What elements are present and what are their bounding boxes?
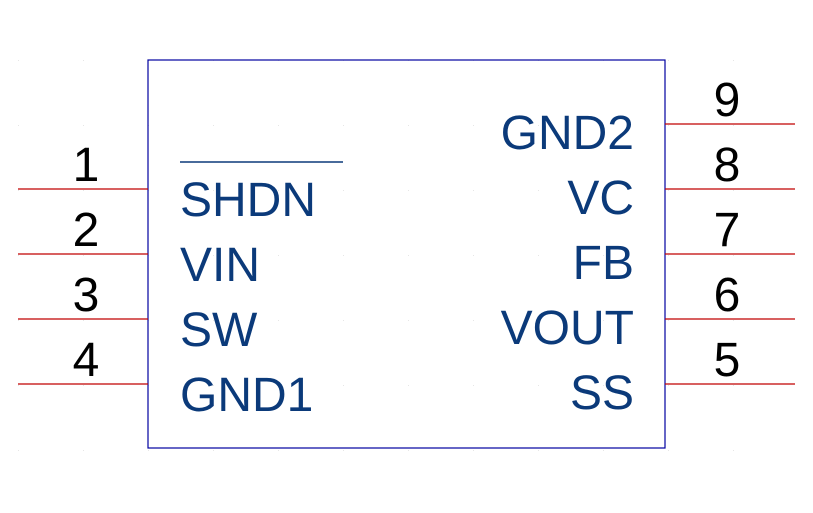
pin-name: SW [180, 304, 258, 357]
grid-dot [18, 125, 19, 126]
grid-dot [733, 385, 734, 386]
grid-dot [538, 255, 539, 256]
grid-dot [603, 385, 604, 386]
grid-dot [83, 60, 84, 61]
grid-dot [538, 385, 539, 386]
grid-dot [18, 255, 19, 256]
grid-dot [213, 450, 214, 451]
grid-dot [83, 190, 84, 191]
grid-dot [408, 320, 409, 321]
grid-dot [343, 255, 344, 256]
grid-dot [278, 255, 279, 256]
grid-dot [83, 125, 84, 126]
grid-dot [83, 255, 84, 256]
grid-dot [83, 385, 84, 386]
grid-dot [668, 385, 669, 386]
grid-dot [278, 385, 279, 386]
grid-dot [603, 125, 604, 126]
grid-dot [733, 190, 734, 191]
grid-dot [213, 190, 214, 191]
grid-dot [343, 190, 344, 191]
pin-number: 7 [714, 204, 741, 257]
pin-name: SS [570, 367, 634, 420]
grid-dot [343, 450, 344, 451]
grid-dot [18, 320, 19, 321]
grid-dot [668, 190, 669, 191]
grid-dot [668, 255, 669, 256]
pin-number: 4 [73, 334, 100, 387]
grid-dot [83, 320, 84, 321]
grid-dot [213, 385, 214, 386]
grid-dot [408, 450, 409, 451]
grid-dot [408, 385, 409, 386]
pin-name: SHDN [180, 174, 316, 227]
grid-dot [148, 450, 149, 451]
grid-dot [18, 385, 19, 386]
grid-dot [733, 125, 734, 126]
grid-dot [538, 450, 539, 451]
grid-dots [18, 60, 734, 451]
pin-number: 6 [714, 269, 741, 322]
grid-dot [83, 450, 84, 451]
pin-name: VIN [180, 239, 260, 292]
grid-dot [408, 190, 409, 191]
grid-dot [278, 320, 279, 321]
pin-number: 3 [73, 269, 100, 322]
grid-dot [473, 450, 474, 451]
grid-dot [538, 125, 539, 126]
grid-dot [668, 60, 669, 61]
grid-dot [473, 125, 474, 126]
grid-dot [733, 60, 734, 61]
pin-number: 5 [714, 334, 741, 387]
grid-dot [278, 190, 279, 191]
grid-dot [733, 320, 734, 321]
grid-dot [18, 190, 19, 191]
grid-dot [343, 125, 344, 126]
grid-dot [538, 190, 539, 191]
grid-dot [603, 450, 604, 451]
grid-dot [343, 385, 344, 386]
grid-dot [668, 125, 669, 126]
grid-dot [733, 450, 734, 451]
pin-number: 2 [73, 204, 100, 257]
pin-number: 9 [714, 74, 741, 127]
grid-dot [473, 255, 474, 256]
grid-dot [538, 320, 539, 321]
pin-number: 1 [73, 139, 100, 192]
pin-name: FB [573, 237, 634, 290]
grid-dot [473, 190, 474, 191]
grid-dot [278, 125, 279, 126]
pin-name: GND2 [501, 107, 634, 160]
grid-dot [603, 320, 604, 321]
pin-number: 8 [714, 139, 741, 192]
grid-dot [18, 60, 19, 61]
grid-dot [213, 125, 214, 126]
pin-name: GND1 [180, 369, 313, 422]
grid-dot [278, 450, 279, 451]
grid-dot [603, 190, 604, 191]
pin-name: VC [567, 172, 634, 225]
grid-dot [668, 450, 669, 451]
grid-dot [668, 320, 669, 321]
grid-dot [408, 255, 409, 256]
grid-dot [473, 385, 474, 386]
grid-dot [473, 320, 474, 321]
grid-dot [408, 125, 409, 126]
grid-dot [213, 255, 214, 256]
pin-name: VOUT [501, 302, 634, 355]
grid-dot [733, 255, 734, 256]
grid-dot [18, 450, 19, 451]
grid-dot [213, 320, 214, 321]
grid-dot [603, 255, 604, 256]
grid-dot [343, 320, 344, 321]
